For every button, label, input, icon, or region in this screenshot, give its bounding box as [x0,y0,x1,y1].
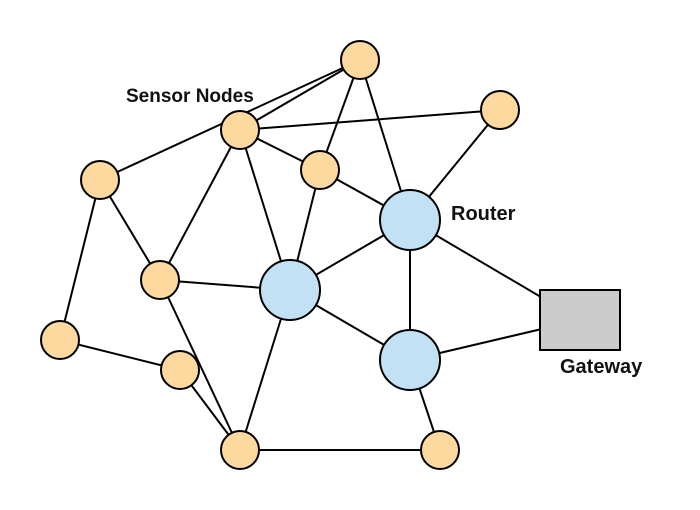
sensor-node-s3 [480,90,520,130]
nodes-group [40,40,621,470]
router-node-r2 [259,259,321,321]
sensor-node-s8 [160,350,200,390]
router-node-r1 [379,189,441,251]
edge-s5-s7 [59,179,101,341]
gateway-label: Gateway [560,356,643,378]
sensor-node-s4 [300,150,340,190]
edge-s7-s8 [59,339,181,371]
sensor-node-s1 [340,40,380,80]
router-label: Router [451,203,516,225]
sensor-node-s9 [220,430,260,470]
edge-s6-s9 [159,279,241,451]
edge-s2-s3 [239,109,501,131]
edge-s1-s2 [239,59,361,131]
gateway-node [539,289,621,351]
router-node-r3 [379,329,441,391]
sensor-node-s2 [220,110,260,150]
sensor-nodes-label: Sensor Nodes [126,86,254,107]
sensor-node-s6 [140,260,180,300]
edge-s2-s6 [159,129,241,281]
sensor-node-s10 [420,430,460,470]
sensor-node-s5 [80,160,120,200]
sensor-node-s7 [40,320,80,360]
